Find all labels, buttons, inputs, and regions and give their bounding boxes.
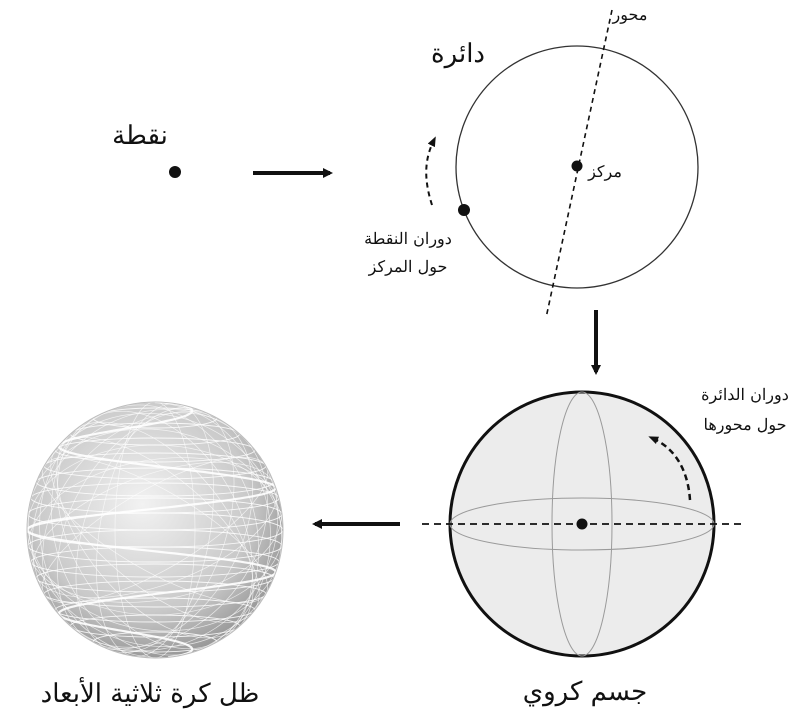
wireframe-sphere xyxy=(0,360,327,701)
point-label: نقطة xyxy=(112,121,168,151)
point-dot xyxy=(169,166,181,178)
rotation-point-label-line2: حول المركز xyxy=(368,257,448,276)
sphere-body xyxy=(422,392,745,656)
rotation-circle-label-line1: دوران الدائرة xyxy=(701,385,789,404)
axis-label: محور xyxy=(612,5,648,24)
rotation-circle-label-line2: حول محورها xyxy=(703,415,786,434)
sphere-center-dot xyxy=(577,519,588,530)
circle-rim-point xyxy=(458,204,470,216)
sphere-body-label: جسم كروي xyxy=(523,677,647,707)
circle-label: دائرة xyxy=(431,39,485,69)
rotation-point-label-line1: دوران النقطة xyxy=(364,229,452,248)
sphere-shadow-label: ظل كرة ثلاثية الأبعاد xyxy=(41,676,260,709)
center-label: مركز xyxy=(587,162,622,181)
circle-center-dot xyxy=(572,161,583,172)
point-rotation-arrow xyxy=(426,140,434,205)
